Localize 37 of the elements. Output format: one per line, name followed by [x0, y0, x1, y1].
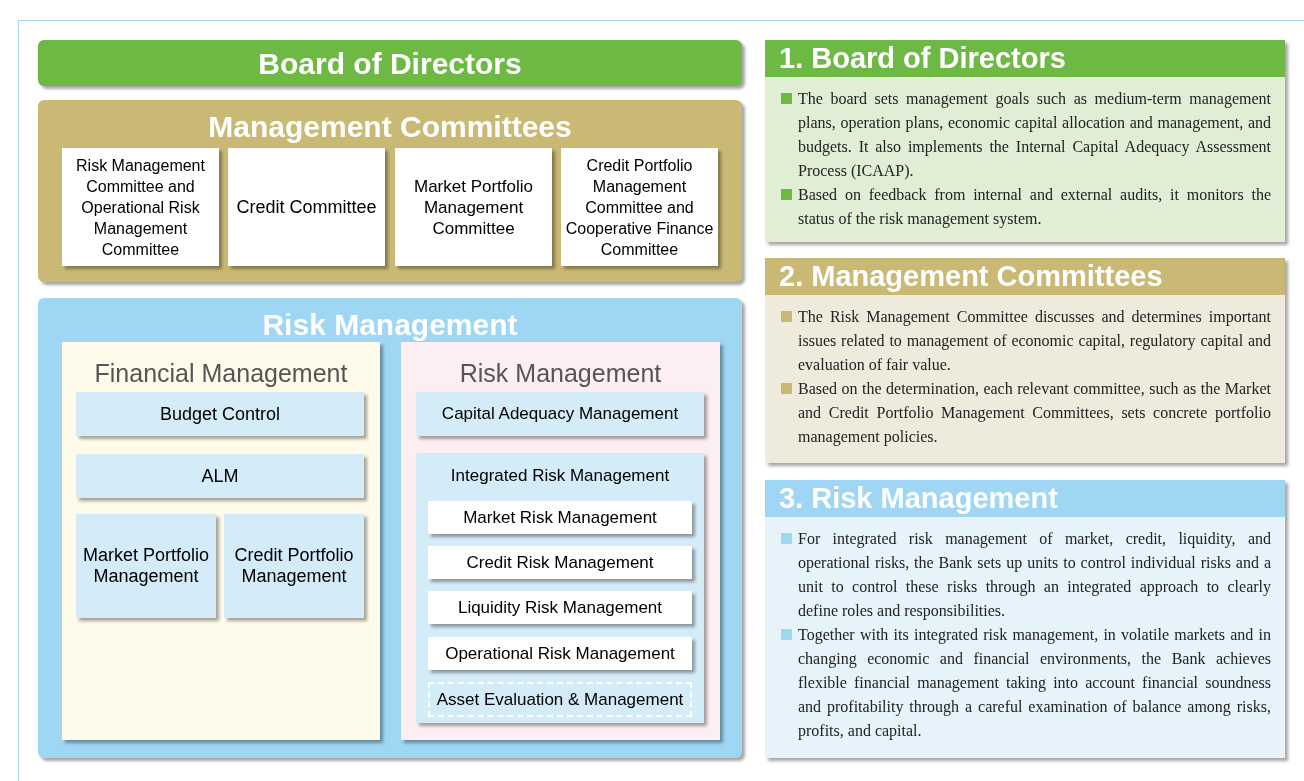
division-panel	[62, 342, 380, 740]
committee-box: Credit Committee	[228, 148, 385, 266]
panel-title: Management Committees	[208, 109, 572, 145]
panel-header: 2. Management Committees	[765, 258, 1285, 295]
bullet-text: The Risk Management Committee discusses and determines important issues related to management of economic capital, regulatory capital and evaluation of fair value.	[798, 307, 1271, 375]
bullet-text: Based on feedback from internal and external audits, it monitors the status of the risk management system.	[798, 185, 1271, 230]
panel-header: 3. Risk Management	[765, 480, 1285, 517]
unit-box: Budget Control	[76, 392, 364, 436]
unit-box: ALM	[76, 454, 364, 498]
risk-management-panel	[38, 298, 742, 758]
explanation-panel	[765, 480, 1285, 758]
division-panel	[401, 342, 720, 740]
bullet-text: The board sets management goals such as medium-term management plans, operation plans, economic capital allocation and management, and budgets. It also implements the Internal Capital Adequacy Assessment Process (ICAAP).	[798, 89, 1271, 182]
unit-box: Market Risk Management	[428, 501, 692, 534]
committee-box: Risk Management Committee and Operational Risk Management Committee	[62, 148, 219, 266]
explanation-panel	[765, 40, 1285, 242]
unit-box: Liquidity Risk Management	[428, 591, 692, 624]
division-title: Risk Management	[459, 358, 662, 389]
unit-box: Operational Risk Management	[428, 637, 692, 670]
unit-box: Capital Adequacy Management	[416, 392, 704, 436]
committee-box: Credit Portfolio Management Committee and Cooperative Finance Committee	[561, 148, 718, 266]
integrated-risk-panel	[416, 453, 704, 723]
division-title: Financial Management	[94, 358, 348, 389]
bullet-text: Based on the determination, each relevant committee, such as the Market and Credit Portfolio Management Committees, sets concrete portfolio management policies.	[798, 379, 1271, 448]
panel-header: 1. Board of Directors	[765, 40, 1285, 77]
unit-box: Market Portfolio Management	[76, 514, 216, 618]
bullet-text: Together with its integrated risk management, in volatile markets and in changing economic and financial environments, the Bank achieves flexible financial management taking into account financial soundness and profitability through a careful examination of balance among risks, profits, and capital.	[798, 625, 1271, 742]
unit-box: Credit Portfolio Management	[224, 514, 364, 618]
group-title: Integrated Risk Management	[450, 465, 670, 487]
committees-panel	[38, 100, 742, 282]
bullet-text: For integrated risk management of market, credit, liquidity, and operational risks, the Bank sets up units to control individual risks and a unit to control these risks through an integrated approach to clearly define roles and responsibilities.	[798, 529, 1271, 622]
board-banner: Board of Directors	[38, 40, 742, 86]
dashed-unit-box: Asset Evaluation & Management	[428, 682, 692, 717]
explanation-panel	[765, 258, 1285, 463]
unit-box: Credit Risk Management	[428, 546, 692, 579]
panel-title: Risk Management	[262, 307, 518, 343]
committee-box: Market Portfolio Management Committee	[395, 148, 552, 266]
